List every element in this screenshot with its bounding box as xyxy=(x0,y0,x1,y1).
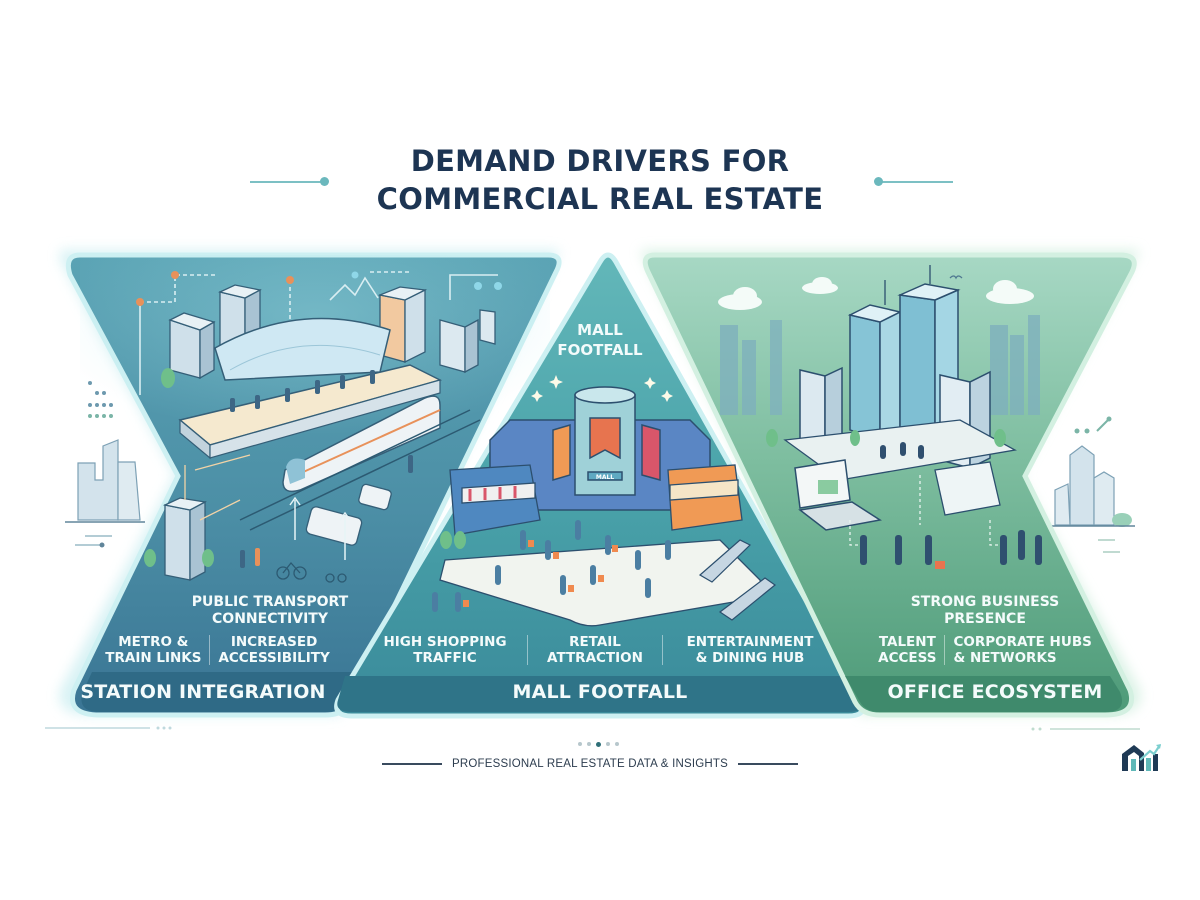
pager-dots xyxy=(578,741,619,747)
right-side-decoration xyxy=(1050,416,1135,553)
pager-dot xyxy=(587,742,591,746)
page-title: DEMAND DRIVERS FOR COMMERCIAL REAL ESTAT… xyxy=(0,142,1200,218)
office-panel xyxy=(642,252,1137,718)
footer-rule-right xyxy=(737,763,798,765)
divider xyxy=(662,635,663,665)
footer-tagline: PROFESSIONAL REAL ESTATE DATA & INSIGHTS xyxy=(452,758,728,770)
divider xyxy=(209,635,211,665)
pager-dot xyxy=(606,742,610,746)
office-point-corporate-hubs: CORPORATE HUBS& NETWORKS xyxy=(953,634,1092,666)
pager-dot-active xyxy=(596,741,601,747)
pager-dot xyxy=(615,742,619,746)
svg-text:MALL: MALL xyxy=(596,474,614,481)
office-headline: STRONG BUSINESS PRESENCE xyxy=(910,594,1060,627)
mall-point-entertainment-dining: ENTERTAINMENT& DINING HUB xyxy=(686,634,814,666)
mall-panel: MALL xyxy=(334,252,866,719)
station-integration-label: STATION INTEGRATION xyxy=(80,681,326,703)
footer-rule-left xyxy=(382,763,443,765)
office-ecosystem-label: OFFICE ECOSYSTEM xyxy=(887,681,1103,703)
title-decoration-right xyxy=(874,177,953,186)
title-line-2: COMMERCIAL REAL ESTATE xyxy=(376,182,824,216)
pager-dot xyxy=(578,742,582,746)
divider xyxy=(527,635,528,665)
footer: PROFESSIONAL REAL ESTATE DATA & INSIGHTS xyxy=(380,758,800,770)
title-line-1: DEMAND DRIVERS FOR xyxy=(410,144,790,178)
title-decoration-left xyxy=(250,177,329,186)
station-headline-line-2: CONNECTIVITY xyxy=(212,611,328,627)
station-headline-line-1: PUBLIC TRANSPORT xyxy=(191,594,349,610)
station-point-metro-train: METRO &TRAIN LINKS xyxy=(105,634,202,666)
building-growth-logo-icon xyxy=(1122,744,1161,771)
mall-footfall-label: MALL FOOTFALL xyxy=(512,681,688,703)
station-headline: PUBLIC TRANSPORT CONNECTIVITY xyxy=(150,594,390,628)
divider xyxy=(944,635,946,665)
mall-top-label: MALL FOOTFALL xyxy=(557,321,643,359)
station-panel xyxy=(65,252,562,718)
